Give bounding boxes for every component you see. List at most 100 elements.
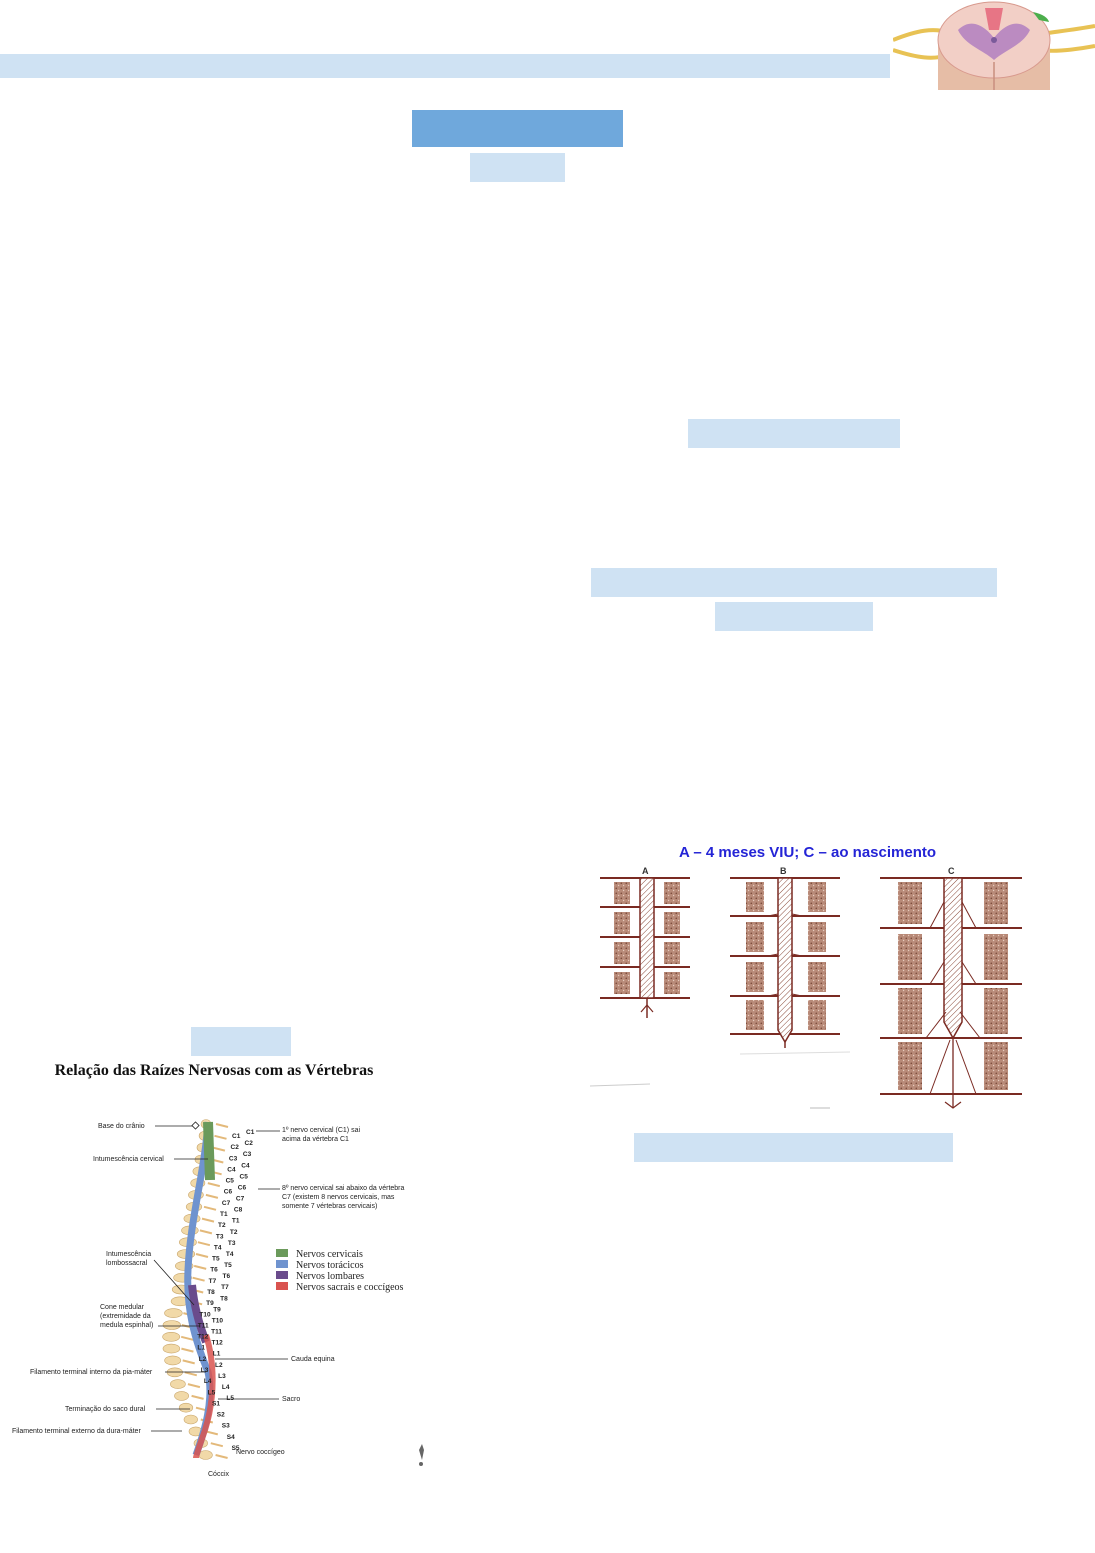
vertebra-label: C3 (229, 1155, 238, 1162)
vertebra-label: L5 (226, 1395, 234, 1402)
vertebra-body (162, 1320, 181, 1330)
nerve-root (210, 1442, 224, 1448)
column-label-b: B (780, 866, 787, 876)
vertebra-label: T1 (232, 1218, 240, 1225)
legend-swatch-cervical (276, 1249, 288, 1257)
vertebra-label: L1 (197, 1345, 205, 1352)
label-conus-line2: (extremidade da (100, 1313, 151, 1320)
nerve-root (215, 1123, 229, 1128)
vertebra-label: T11 (198, 1322, 209, 1329)
vertebra-label: C7 (236, 1196, 245, 1203)
vertebra-label: T12 (197, 1334, 209, 1341)
vertebra-label: T12 (212, 1340, 224, 1347)
vertebra-label: L3 (218, 1373, 226, 1380)
nerve-root (212, 1146, 226, 1152)
legend-label-sacral: Nervos sacrais e coccígeos (296, 1282, 404, 1293)
vertebra-label: S5 (232, 1445, 240, 1452)
legend-label-cervical: Nervos cervicais (296, 1249, 363, 1260)
vertebra-label: L5 (208, 1389, 216, 1396)
label-filum-external: Filamento terminal externo da dura-máter (12, 1428, 141, 1435)
label-conus-line3: medula espinhal) (100, 1322, 153, 1329)
vertebra-body (170, 1379, 186, 1389)
nerve-root (195, 1253, 209, 1258)
vertebra-label: L2 (199, 1356, 207, 1363)
vertebra-label: T5 (212, 1256, 220, 1263)
vertebra-label: T3 (228, 1240, 236, 1247)
vertebral-column (162, 1119, 229, 1460)
legend-label-thoracic: Nervos torácicos (296, 1260, 364, 1271)
column-c-diagram (880, 877, 1022, 1109)
label-filum-internal: Filamento terminal interno da pia-máter (30, 1369, 153, 1376)
label-cervical-enlargement: Intumescência cervical (93, 1156, 164, 1163)
nerve-root (184, 1371, 198, 1377)
legend-label-lumbar: Nervos lombares (296, 1271, 364, 1282)
right-column-heading-highlight (688, 419, 900, 448)
vertebra-label: T4 (214, 1244, 222, 1251)
vertebra-label: T2 (218, 1222, 226, 1229)
cord-development-diagram: A B (590, 866, 1022, 1109)
vertebra-label: C3 (243, 1151, 252, 1158)
legend-swatch-sacral (276, 1282, 288, 1290)
vertebra-label: T9 (206, 1300, 214, 1307)
nerve-root (207, 1182, 221, 1188)
vertebra-label: L4 (204, 1378, 212, 1385)
label-c8-note-line3: somente 7 vértebras cervicais) (282, 1203, 377, 1210)
vertebra-label: T4 (226, 1251, 234, 1258)
column-a-diagram (600, 877, 690, 1018)
vertebra-label: C5 (226, 1178, 235, 1185)
vertebra-body (162, 1343, 181, 1354)
label-conus-line1: Cone medular (100, 1304, 145, 1311)
vertebra-label: C2 (231, 1144, 240, 1151)
nerve-root (203, 1205, 217, 1211)
vertebra-label: T2 (230, 1229, 238, 1236)
vertebra-label: L4 (222, 1384, 230, 1391)
column-label-a: A (642, 866, 649, 876)
label-sacrum: Sacro (282, 1396, 300, 1403)
nerve-root (205, 1193, 219, 1199)
nerve-root (181, 1347, 194, 1353)
spinal-cord-cross-section-image (892, 0, 1095, 92)
vertebra-body (162, 1332, 181, 1342)
vertebra-label: T8 (207, 1289, 215, 1296)
vertebra-label: C6 (238, 1184, 247, 1191)
vertebra-label: S3 (222, 1423, 230, 1430)
spinal-cord-sacral (193, 1334, 216, 1459)
label-lumbosacral-line1: Intumescência (106, 1251, 151, 1258)
column-label-c: C (948, 866, 955, 876)
label-cauda-equina: Cauda equina (291, 1356, 335, 1363)
vertebra-label: T7 (209, 1278, 217, 1285)
vertebra-label: S2 (217, 1412, 225, 1419)
label-c1-note-line1: 1º nervo cervical (C1) sai (282, 1127, 360, 1134)
figure-caption-highlight-left (191, 1027, 291, 1056)
spine-figure-title: Relação das Raízes Nervosas com as Vérte… (54, 1062, 374, 1079)
vertebra-label: L3 (201, 1367, 209, 1374)
right-column-heading-wide-highlight (591, 568, 997, 597)
vertebra-body (183, 1414, 198, 1425)
vertebra-label: C4 (227, 1166, 236, 1173)
development-figure-title: A – 4 meses VIU; C – ao nascimento (678, 844, 937, 861)
nerve-root (192, 1276, 205, 1282)
nerve-root (197, 1241, 211, 1247)
vertebra-body (164, 1308, 183, 1318)
vertebra-label: C1 (246, 1129, 255, 1136)
vertebra-label: C5 (240, 1173, 249, 1180)
vertebra-body (174, 1391, 189, 1401)
vertebra-label: T10 (199, 1311, 211, 1318)
vertebra-label: T9 (213, 1306, 221, 1313)
label-dural-sac-end: Terminação do saco dural (65, 1406, 146, 1413)
vertebra-label: C1 (232, 1133, 241, 1140)
subheading-highlight (470, 153, 565, 182)
vertebra-label: T6 (210, 1267, 218, 1274)
vertebra-label: S4 (227, 1434, 235, 1441)
vertebra-label: T5 (224, 1262, 232, 1269)
label-coccyx: Cóccix (208, 1471, 230, 1478)
vertebra-label: T3 (216, 1233, 224, 1240)
vertebra-label: T11 (211, 1329, 222, 1336)
nerve-legend: Nervos cervicais Nervos torácicos Nervos… (276, 1249, 404, 1293)
nerve-root (201, 1217, 215, 1223)
legend-swatch-thoracic (276, 1260, 288, 1268)
vertebra-label: L2 (215, 1362, 223, 1369)
column-b-diagram (730, 877, 840, 1048)
nerve-root (199, 1229, 213, 1235)
vertebra-body (198, 1450, 213, 1460)
